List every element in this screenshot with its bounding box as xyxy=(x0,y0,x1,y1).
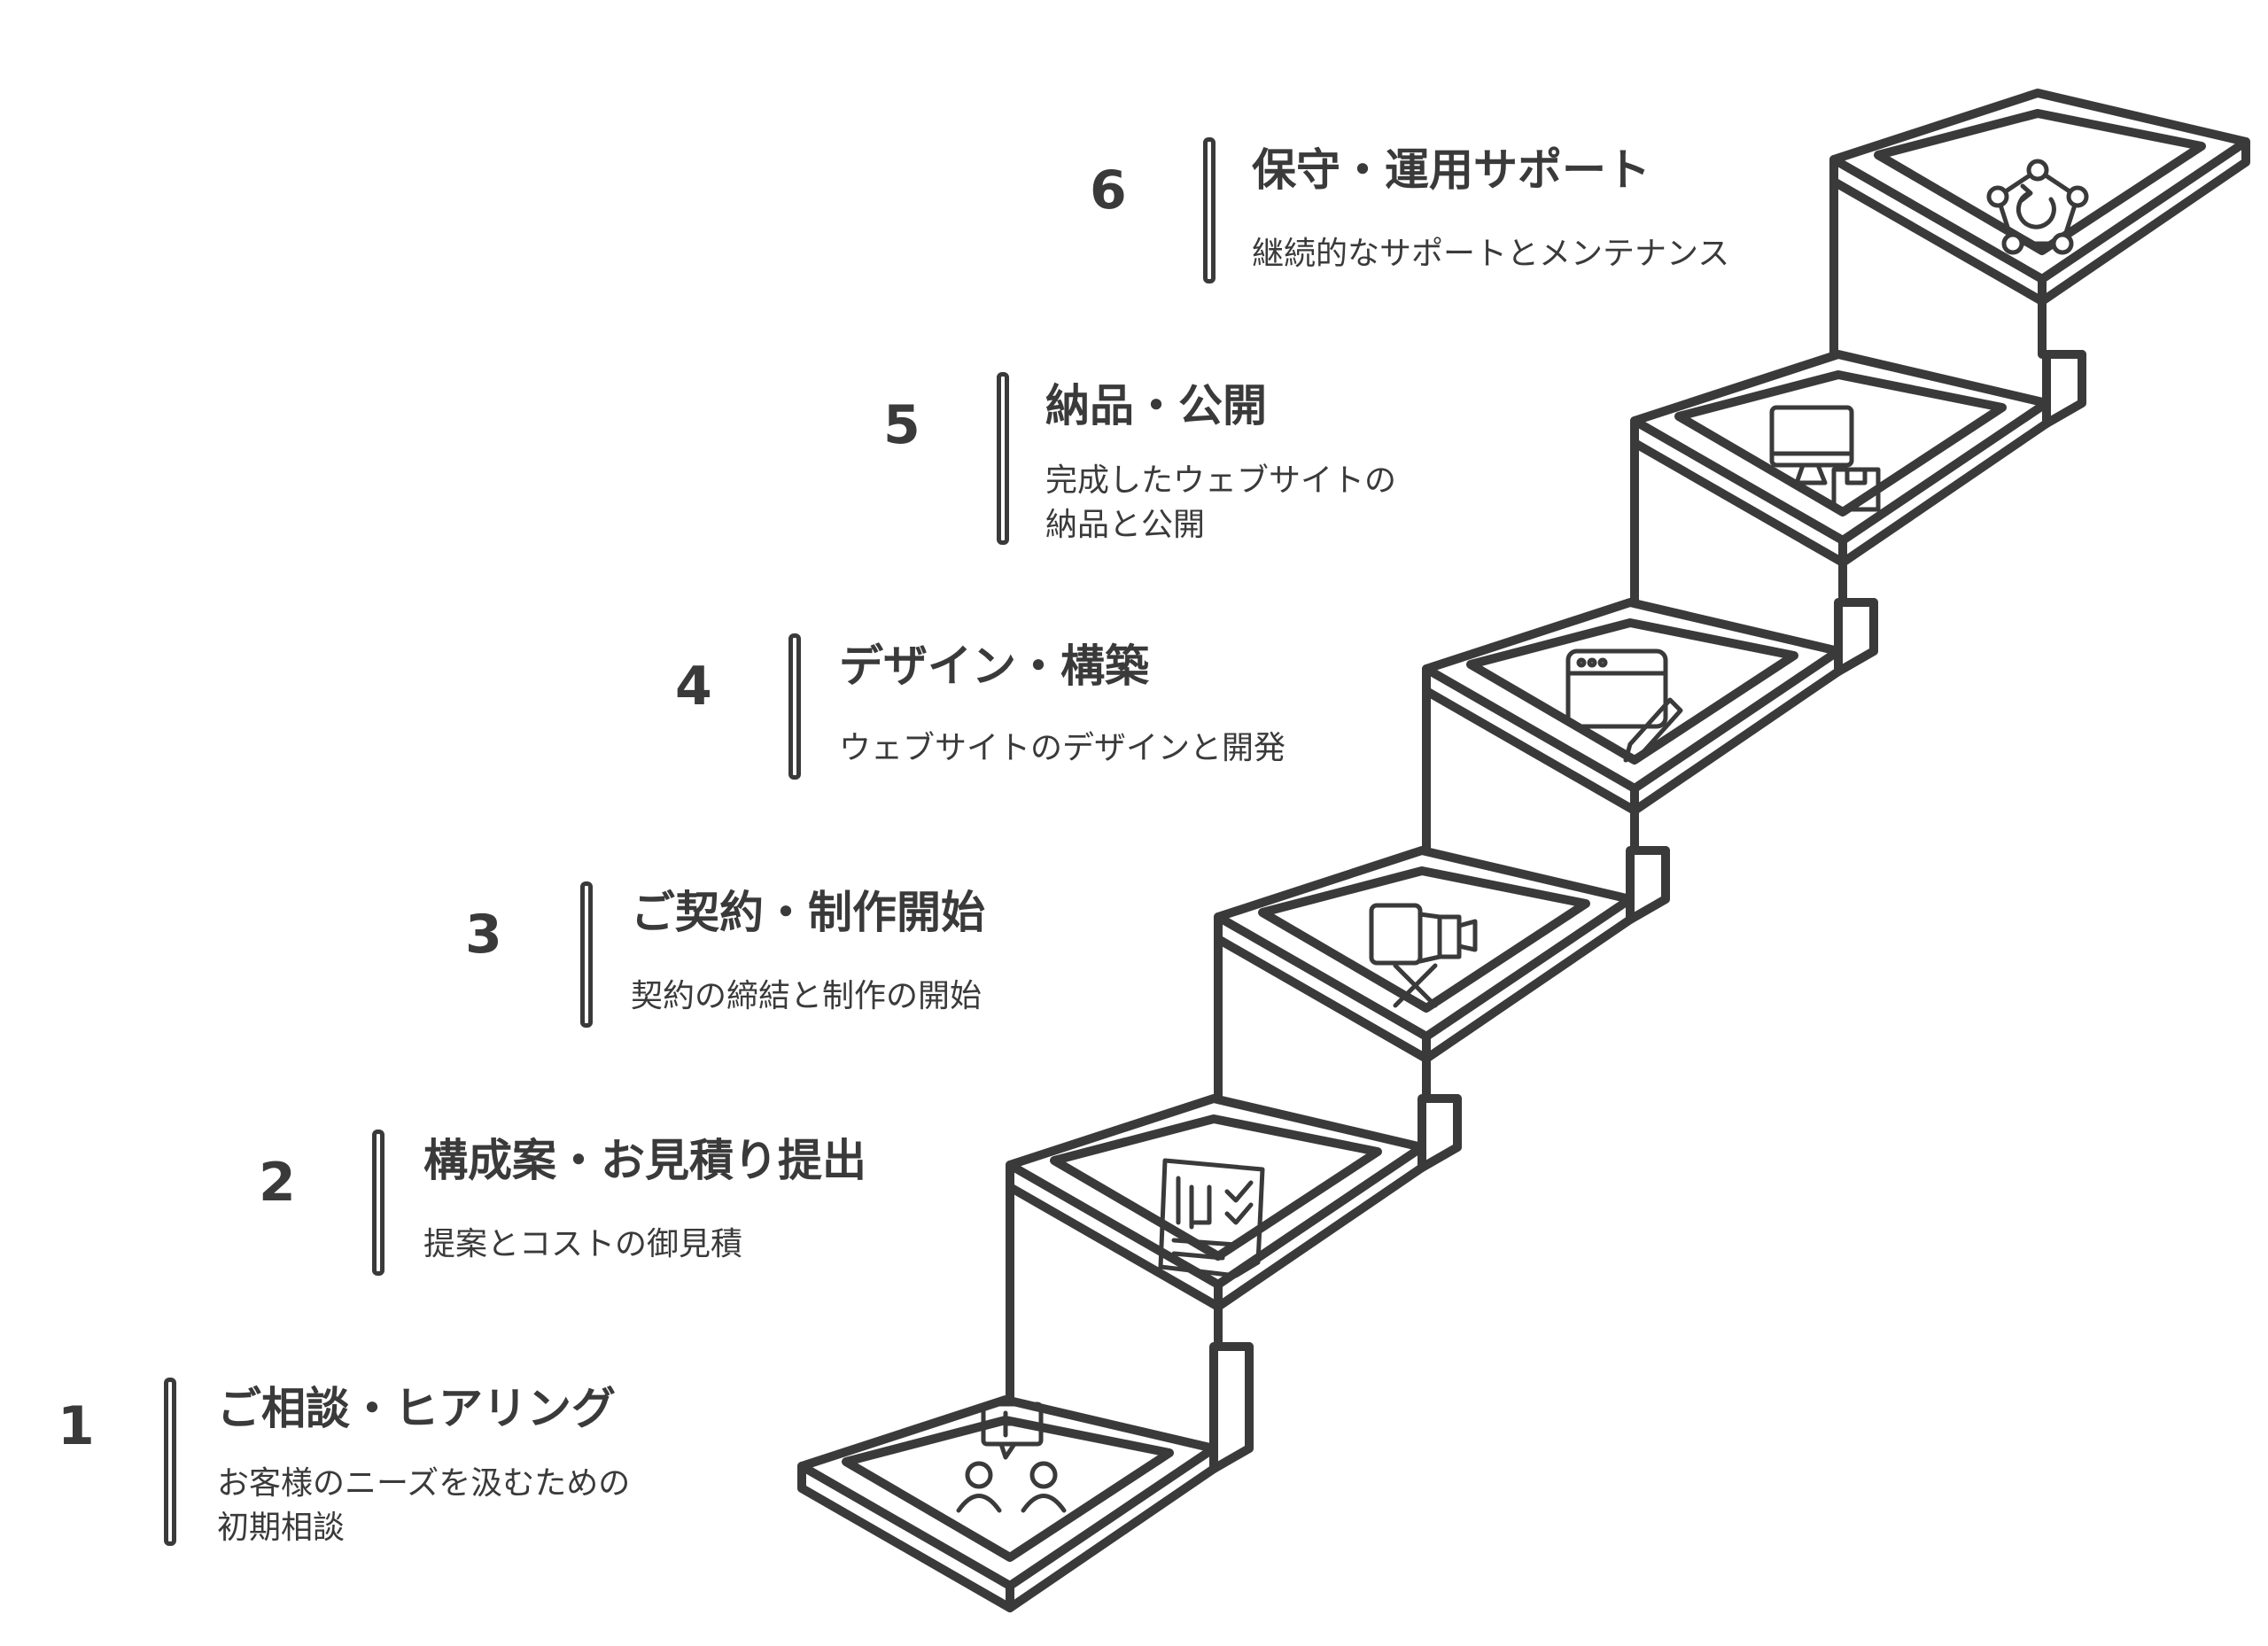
step-title: ご相談・ヒアリング xyxy=(217,1383,616,1434)
document-checklist-icon xyxy=(1158,1158,1265,1278)
stair-step-6 xyxy=(1829,89,2250,359)
film-camera-icon xyxy=(1369,903,1478,1008)
step-description: 提案とコストの御見積 xyxy=(423,1226,743,1262)
stair-step-2 xyxy=(1006,1094,1462,1404)
consultation-icon xyxy=(956,1401,1067,1513)
monitor-package-icon xyxy=(1769,405,1881,512)
support-cycle-icon xyxy=(1986,159,2089,255)
step-bar xyxy=(372,1130,384,1276)
step-title: 構成案・お見積り提出 xyxy=(423,1135,866,1186)
step-bar xyxy=(164,1378,176,1546)
stair-step-3 xyxy=(1214,846,1670,1103)
step-bar xyxy=(788,633,801,780)
step-title: 納品・公開 xyxy=(1045,380,1267,431)
step-description: 継続的なサポートとメンテナンス xyxy=(1252,236,1730,272)
step-bar xyxy=(580,881,593,1028)
step-bar xyxy=(997,372,1009,545)
step-number: 1 xyxy=(58,1395,95,1457)
step-number: 3 xyxy=(465,904,502,966)
step-description: 完成したウェブサイトの 納品と公開 xyxy=(1045,462,1397,544)
stair-step-5 xyxy=(1630,350,2086,607)
step-title: ご契約・制作開始 xyxy=(631,887,985,938)
stair-step-4 xyxy=(1422,598,1878,855)
step-description: ウェブサイトのデザインと開発 xyxy=(839,730,1286,766)
step-title: デザイン・構築 xyxy=(839,641,1149,692)
step-number: 6 xyxy=(1090,159,1127,221)
browser-pencil-icon xyxy=(1565,648,1683,763)
step-number: 5 xyxy=(883,394,920,456)
step-number: 4 xyxy=(675,656,712,718)
step-number: 2 xyxy=(259,1152,296,1214)
step-bar xyxy=(1203,137,1216,283)
stair-step-1 xyxy=(797,1342,1254,1612)
step-title: 保守・運用サポート xyxy=(1252,144,1651,196)
step-description: お客様のニーズを汲むための 初期相談 xyxy=(217,1465,631,1547)
step-description: 契約の締結と制作の開始 xyxy=(631,978,983,1014)
